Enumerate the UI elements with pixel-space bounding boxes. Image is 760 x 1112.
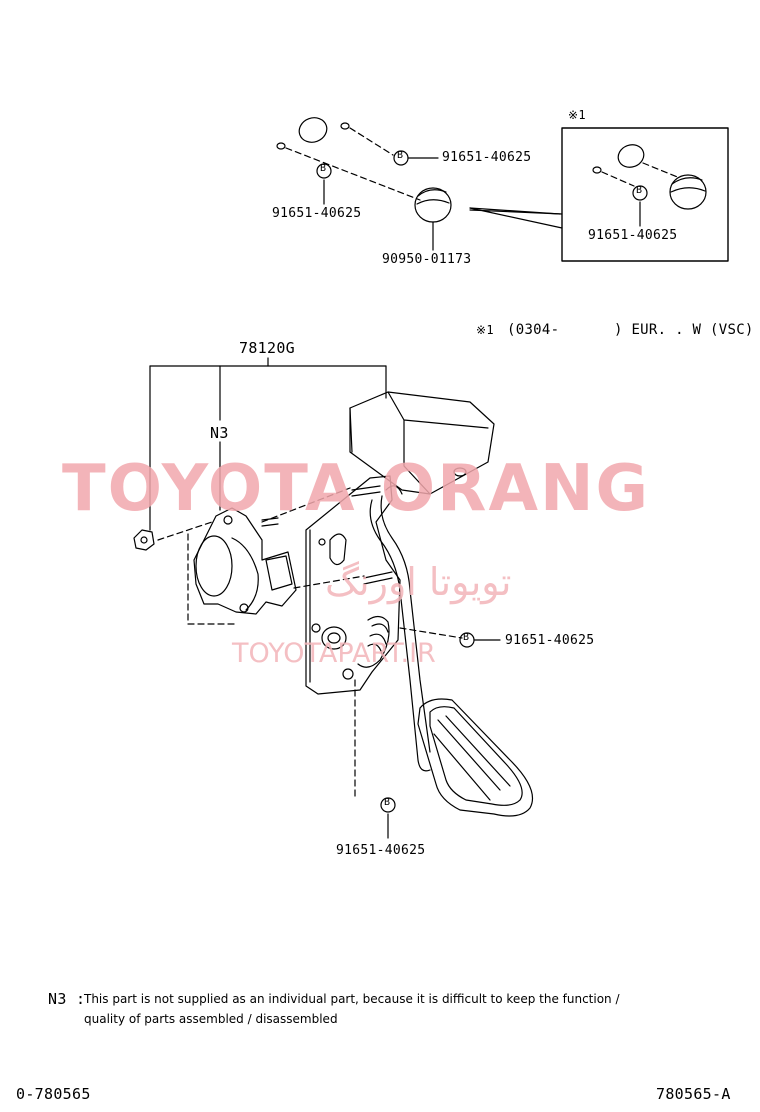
cap-large-icon	[414, 187, 452, 223]
watermark-arabic: تویوتا اورنگ	[325, 560, 512, 604]
footnote-line-1: This part is not supplied as an individu…	[84, 992, 620, 1006]
bolt-symbol-label: B	[636, 185, 643, 196]
cap-small-icon	[298, 117, 328, 143]
circlip-icon	[276, 122, 350, 150]
part-number-label: 91651-40625	[272, 206, 362, 221]
variant-note-suffix: ) EUR. . W (VSC)	[614, 322, 754, 338]
part-number-label: 91651-40625	[336, 843, 426, 858]
watermark-url: TOYOTAPART.IR	[232, 638, 436, 669]
variant-box	[561, 127, 729, 262]
assembly-part-number: 78120G	[239, 339, 295, 357]
pedal-pad-icon	[417, 698, 534, 817]
bolt-symbol-icon	[632, 185, 648, 201]
pedal-bracket-icon	[305, 475, 401, 695]
variant-mark-label: ※1	[568, 108, 586, 122]
bolt-symbol-label: B	[320, 163, 327, 174]
stopper-block-icon	[349, 391, 495, 495]
bolt-symbol-label: B	[463, 632, 470, 643]
cap-variant-icon	[669, 174, 707, 210]
variant-note-mark: ※1	[476, 323, 494, 337]
n3-callout: N3	[210, 424, 229, 442]
nut-icon	[133, 529, 155, 551]
pedal-arm-icon	[369, 485, 431, 772]
watermark-brand: TOYOTA ORANG	[62, 452, 651, 526]
footer-left-code: 0-780565	[16, 1085, 91, 1103]
bolt-symbol-icon	[459, 632, 475, 648]
footnote-line-2: quality of parts assembled / disassemble…	[84, 1012, 338, 1026]
part-number-label: 90950-01173	[382, 252, 472, 267]
variant-note-prefix: (0304-	[507, 322, 560, 338]
part-number-label: 91651-40625	[505, 633, 595, 648]
footnote-label: N3 :	[48, 990, 86, 1008]
pedal-sensor-icon	[193, 507, 297, 615]
bolt-symbol-icon	[380, 797, 396, 813]
bolt-symbol-label: B	[384, 797, 391, 808]
part-number-label: 91651-40625	[442, 150, 532, 165]
bolt-symbol-icon	[393, 150, 409, 166]
bolt-symbol-icon	[316, 163, 332, 179]
footer-right-code: 780565-A	[656, 1085, 731, 1103]
bolt-symbol-label: B	[397, 150, 404, 161]
part-number-label: 91651-40625	[588, 228, 678, 243]
